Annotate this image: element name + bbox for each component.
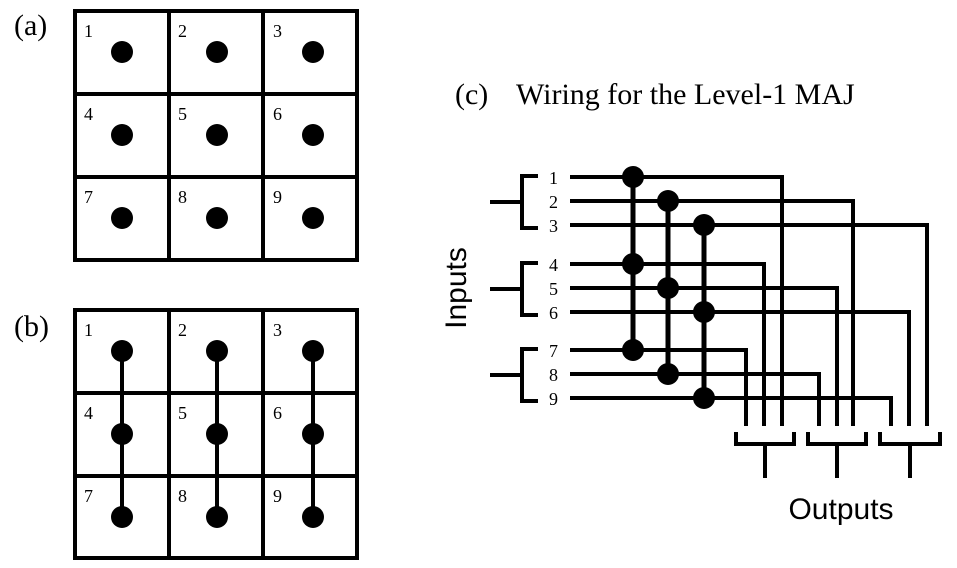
input-line-number: 6 — [549, 303, 558, 323]
panel-b-cell-number: 3 — [273, 320, 282, 340]
qubit-dot — [302, 506, 324, 528]
panel-b-cell-number: 6 — [273, 403, 282, 423]
wire-7 — [570, 348, 748, 426]
qubit-dot — [302, 41, 324, 63]
qubit-dot — [302, 207, 324, 229]
wire-6 — [570, 310, 911, 426]
output-bracket — [734, 432, 796, 446]
coupling-dot — [693, 214, 715, 236]
panel-a-cell-number: 2 — [178, 21, 187, 41]
panel-b-cell-number: 7 — [84, 486, 93, 506]
qubit-dot — [206, 340, 228, 362]
wire-8 — [570, 372, 821, 426]
input-line-number: 1 — [549, 168, 558, 188]
qubit-dot — [206, 506, 228, 528]
coupling-dot — [693, 301, 715, 323]
panel-c-label: (c) — [455, 78, 488, 111]
panel-b-label: (b) — [14, 310, 49, 343]
coupling-dot — [693, 387, 715, 409]
panel-a-cell-number: 4 — [84, 104, 93, 124]
panel-a-cell-number: 5 — [178, 104, 187, 124]
qubit-dot — [111, 506, 133, 528]
qubit-dot — [111, 423, 133, 445]
panel-a-label: (a) — [14, 9, 47, 42]
qubit-dot — [111, 207, 133, 229]
qubit-dot — [206, 207, 228, 229]
panel-c: (c) Wiring for the Level-1 MAJ Inputs Ou… — [440, 78, 942, 526]
panel-b: (b) 1 2 3 4 5 6 7 8 9 — [14, 308, 359, 560]
qubit-dot — [111, 41, 133, 63]
coupling-dot — [622, 339, 644, 361]
qubit-dot — [302, 340, 324, 362]
qubit-dot — [206, 41, 228, 63]
coupling-dot — [622, 166, 644, 188]
input-line-number: 7 — [549, 341, 558, 361]
input-bracket — [520, 261, 538, 317]
panel-b-cell-number: 9 — [273, 486, 282, 506]
input-line-number: 4 — [549, 255, 558, 275]
qubit-dot — [111, 340, 133, 362]
wire-1 — [570, 175, 784, 426]
panel-c-title: Wiring for the Level-1 MAJ — [516, 78, 855, 111]
panel-b-cell-number: 8 — [178, 486, 187, 506]
panel-b-cell-number: 5 — [178, 403, 187, 423]
output-bracket — [806, 432, 868, 446]
coupling-dot — [657, 363, 679, 385]
wire-9 — [570, 396, 893, 426]
coupling-dot — [622, 253, 644, 275]
panel-b-cell-number: 2 — [178, 320, 187, 340]
qubit-dot — [302, 124, 324, 146]
panel-a-cell-number: 3 — [273, 21, 282, 41]
qubit-dot — [111, 124, 133, 146]
input-bracket — [520, 174, 538, 230]
panel-b-cell-number: 4 — [84, 403, 93, 423]
output-bracket — [878, 432, 942, 446]
panel-a-grid — [73, 9, 359, 262]
input-line-number: 5 — [549, 279, 558, 299]
input-line-number: 3 — [549, 216, 558, 236]
panel-a-cell-number: 1 — [84, 21, 93, 41]
qubit-dot — [206, 124, 228, 146]
qubit-dot — [302, 423, 324, 445]
panel-a: (a) 1 2 3 4 5 6 7 8 9 — [14, 9, 359, 262]
inputs-label: Inputs — [440, 247, 473, 329]
outputs-label: Outputs — [788, 493, 893, 526]
wire-3 — [570, 223, 929, 426]
coupling-dot — [657, 190, 679, 212]
panel-a-cell-number: 9 — [273, 187, 282, 207]
panel-a-cell-number: 6 — [273, 104, 282, 124]
input-line-number: 9 — [549, 389, 558, 409]
panel-a-cell-number: 7 — [84, 187, 93, 207]
panel-b-cell-number: 1 — [84, 320, 93, 340]
panel-a-cell-number: 8 — [178, 187, 187, 207]
input-line-number: 8 — [549, 365, 558, 385]
input-bracket — [520, 347, 538, 403]
input-line-number: 2 — [549, 192, 558, 212]
qubit-dot — [206, 423, 228, 445]
coupling-dot — [657, 277, 679, 299]
